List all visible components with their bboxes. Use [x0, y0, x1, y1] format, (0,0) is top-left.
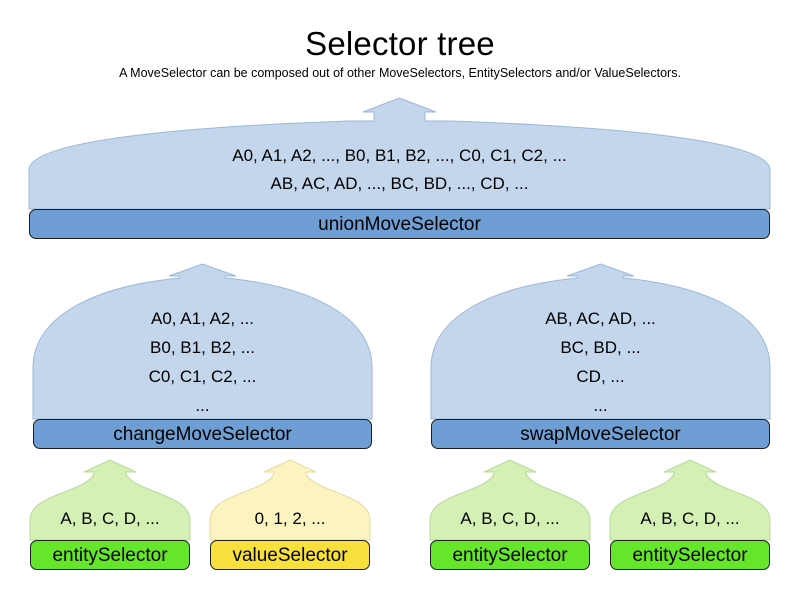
swap-node-shape	[430, 263, 771, 420]
node-value-selector-1[interactable]: 0, 1, 2, ... valueSelector	[209, 459, 371, 570]
change-node-shape	[32, 263, 373, 420]
entity-selector-1-shape	[29, 459, 191, 541]
node-union-move-selector[interactable]: A0, A1, A2, ..., B0, B1, B2, ..., C0, C1…	[28, 97, 771, 240]
node-entity-selector-2[interactable]: A, B, C, D, ... entitySelector	[429, 459, 591, 570]
node-swap-move-selector[interactable]: AB, AC, AD, ... BC, BD, ... CD, ... ... …	[430, 263, 771, 449]
node-entity-selector-1[interactable]: A, B, C, D, ... entitySelector	[29, 459, 191, 570]
entity-selector-3-shape	[609, 459, 771, 541]
union-node-shape	[28, 97, 771, 210]
page-title: Selector tree	[305, 25, 495, 62]
value-selector-1-shape	[209, 459, 371, 541]
node-entity-selector-3[interactable]: A, B, C, D, ... entitySelector	[609, 459, 771, 570]
entity-selector-2-shape	[429, 459, 591, 541]
node-change-move-selector[interactable]: A0, A1, A2, ... B0, B1, B2, ... C0, C1, …	[32, 263, 373, 449]
page-subtitle: A MoveSelector can be composed out of ot…	[119, 66, 681, 80]
